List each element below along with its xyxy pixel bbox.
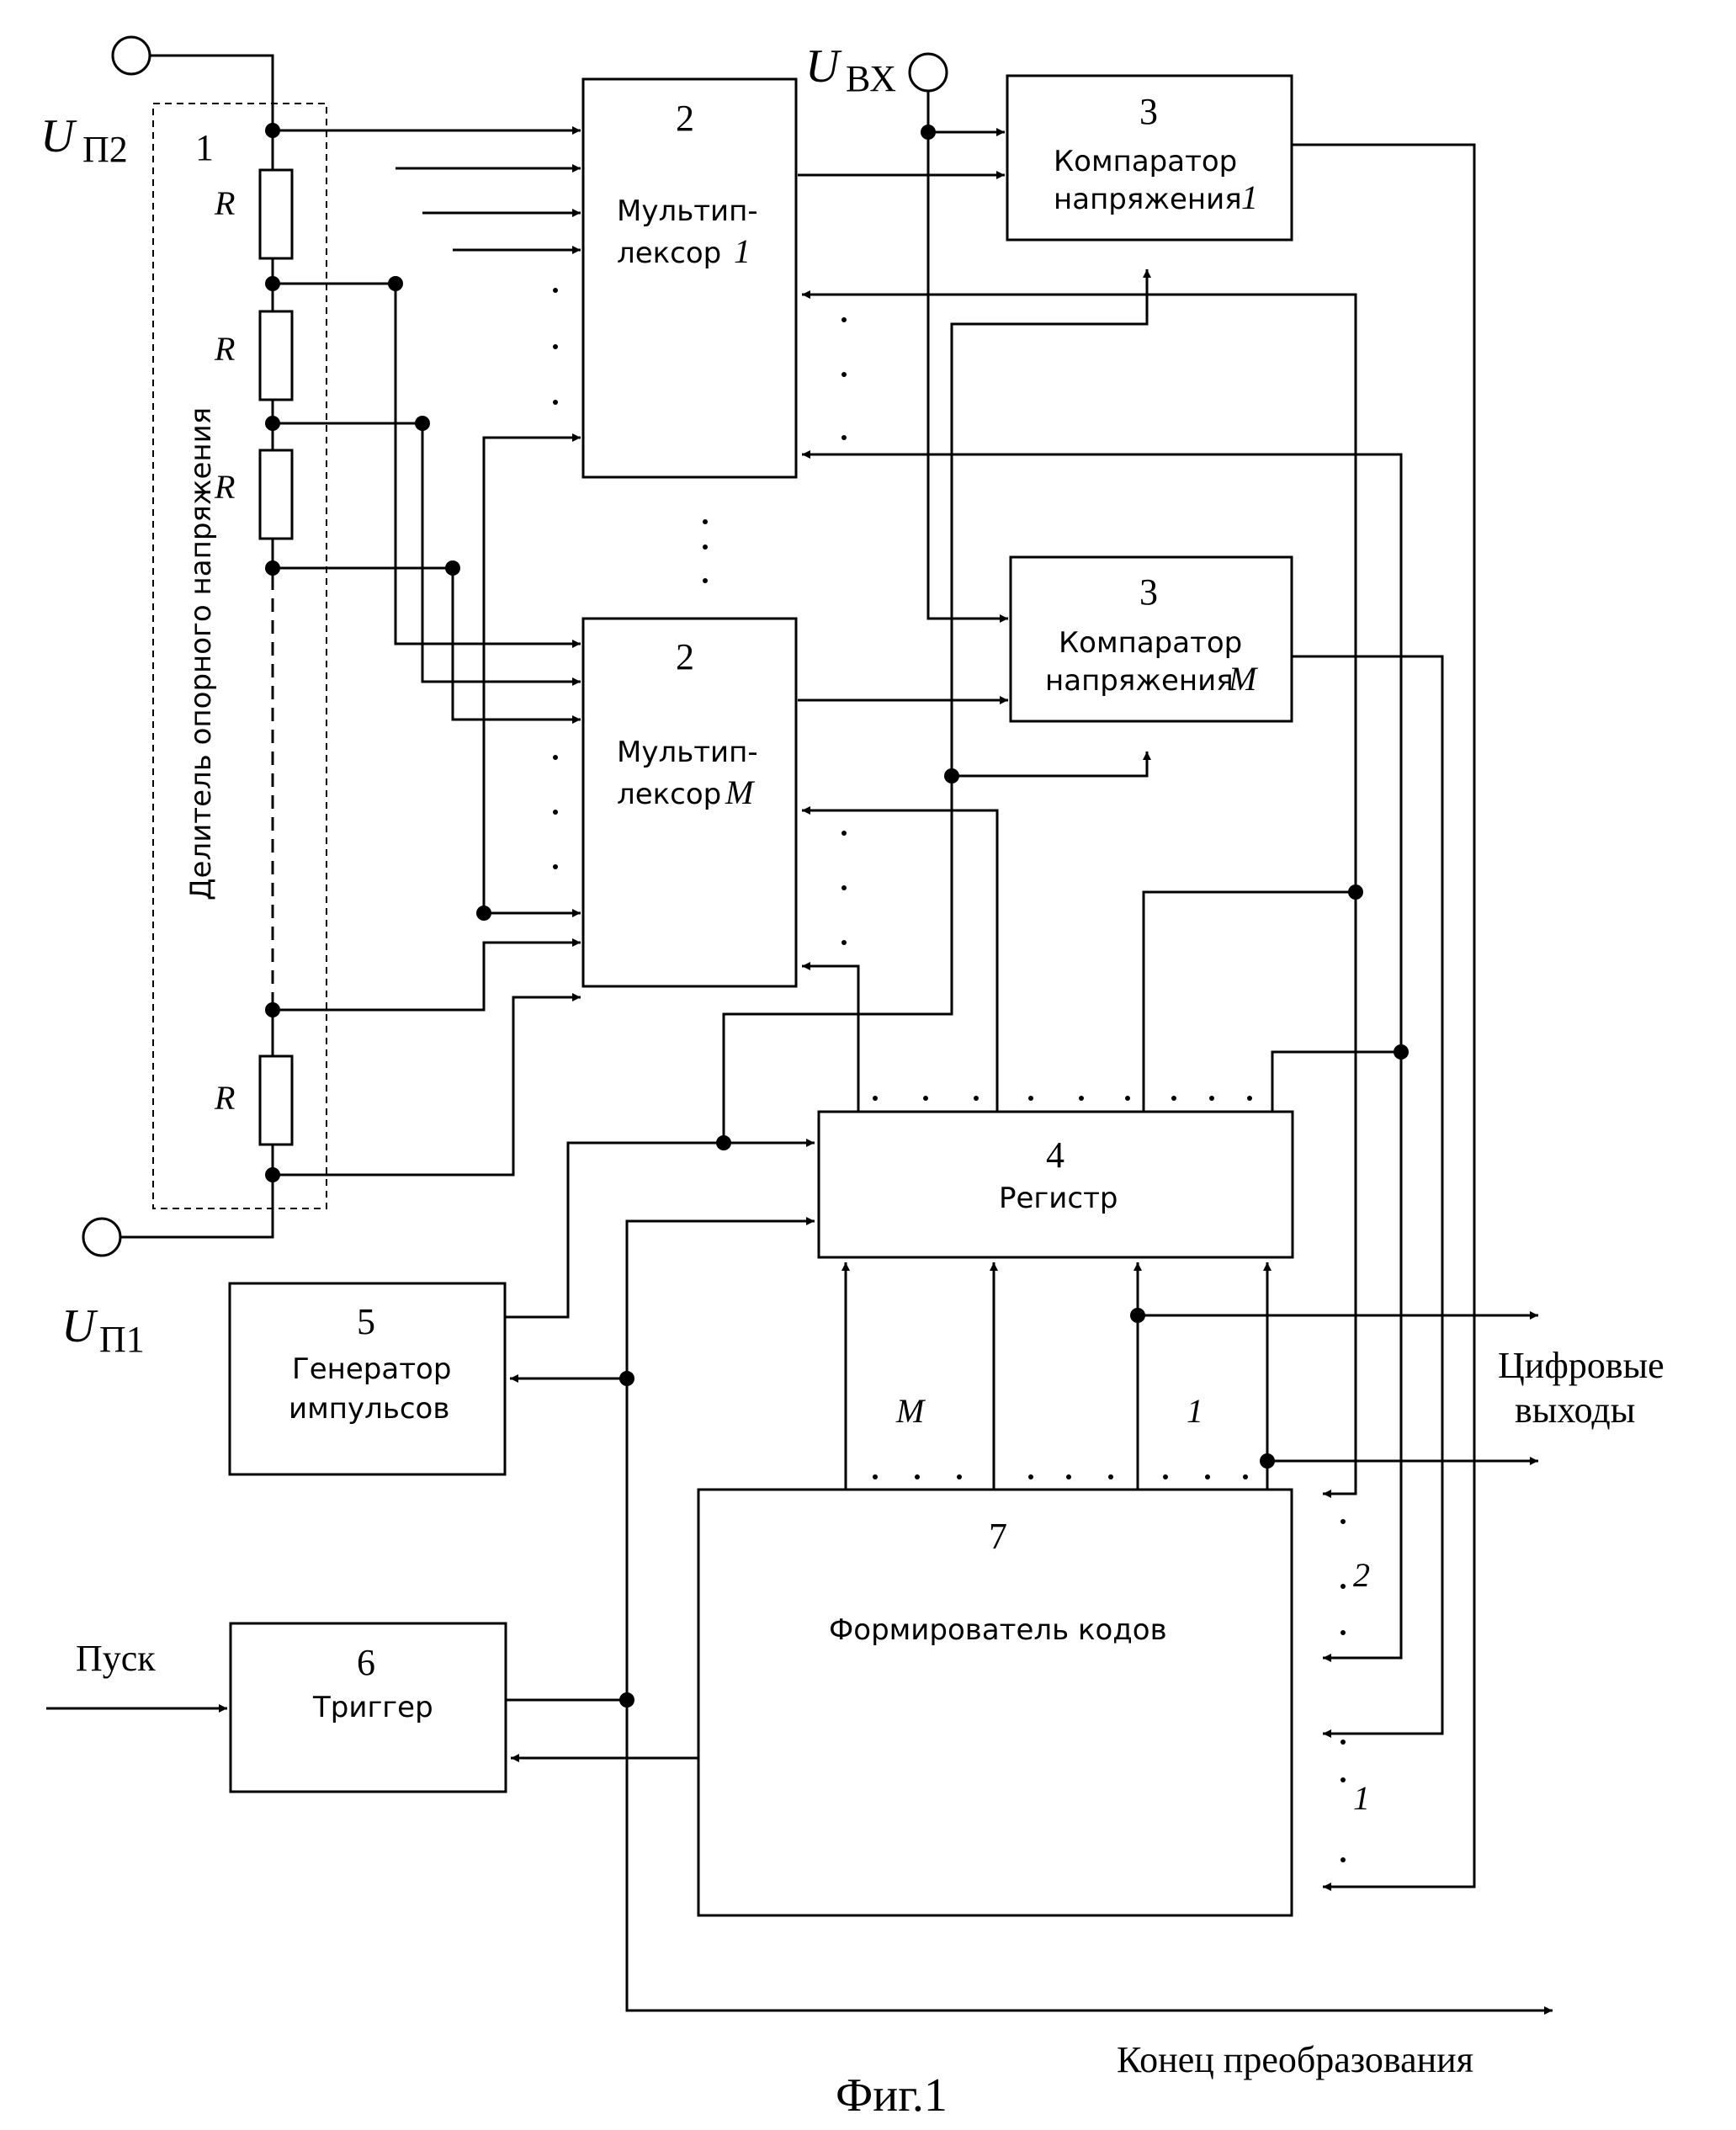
bus-label-m: M <box>895 1392 926 1430</box>
code-former-label: Формирователь кодов <box>829 1613 1167 1647</box>
divider-frame <box>153 104 326 1208</box>
resistor-4-label: R <box>214 1079 235 1117</box>
comparator-1-line1: Компаратор <box>1054 145 1237 178</box>
u-in-terminal <box>910 54 947 91</box>
u-p1-terminal <box>83 1219 120 1256</box>
code-former-number: 7 <box>989 1516 1007 1557</box>
trigger-label: Триггер <box>312 1691 433 1724</box>
divider-number: 1 <box>195 127 214 168</box>
input-label-2: 2 <box>1353 1556 1370 1594</box>
digital-outputs-line2: выходы <box>1515 1389 1635 1431</box>
trigger-number: 6 <box>357 1642 375 1683</box>
mux-1-number: 2 <box>676 98 694 139</box>
comparator-m-line2: напряжения <box>1045 664 1234 698</box>
mux-1-line1: Мультип- <box>617 194 758 228</box>
generator-number: 5 <box>357 1301 375 1342</box>
generator-line2: импульсов <box>289 1392 449 1426</box>
comparator-1-index: 1 <box>1241 178 1258 216</box>
register-label: Регистр <box>999 1182 1118 1215</box>
mux-m-line1: Мультип- <box>617 736 758 769</box>
resistor-2 <box>260 311 292 400</box>
mux-1-line2: лексор <box>617 236 721 270</box>
u-p2-terminal <box>113 37 150 74</box>
u-in-label: U <box>805 40 842 93</box>
mux-m-line2: лексор <box>617 778 721 811</box>
resistor-3 <box>260 450 292 539</box>
mux-m-index: M <box>725 773 756 811</box>
resistor-1-label: R <box>214 184 235 222</box>
input-label-1: 1 <box>1353 1779 1370 1817</box>
u-p1-label: U <box>61 1300 98 1352</box>
register-number: 4 <box>1046 1134 1064 1176</box>
resistor-4 <box>260 1056 292 1145</box>
resistor-1 <box>260 170 292 258</box>
u-p1-sub: П1 <box>99 1319 145 1360</box>
u-p2-label: U <box>40 110 77 162</box>
comparator-1-number: 3 <box>1139 91 1158 132</box>
comparator-m-index: M <box>1228 660 1259 698</box>
resistor-2-label: R <box>214 330 235 368</box>
comparator-1-line2: напряжения <box>1054 183 1242 216</box>
comparator-m-number: 3 <box>1139 571 1158 613</box>
start-label: Пуск <box>76 1638 156 1679</box>
mux-1-index: 1 <box>734 232 751 270</box>
u-in-sub: ВХ <box>846 58 896 99</box>
digital-outputs-line1: Цифровые <box>1498 1345 1664 1386</box>
bus-label-1: 1 <box>1187 1392 1203 1430</box>
generator-line1: Генератор <box>292 1352 451 1386</box>
divider-title: Делитель опорного напряжения <box>184 407 218 900</box>
u-p2-sub: П2 <box>82 129 128 170</box>
end-of-conversion-label: Конец преобразования <box>1117 2039 1473 2080</box>
mux-m-number: 2 <box>676 636 694 677</box>
figure-caption: Фиг.1 <box>836 2069 948 2122</box>
comparator-m-line1: Компаратор <box>1059 626 1242 660</box>
